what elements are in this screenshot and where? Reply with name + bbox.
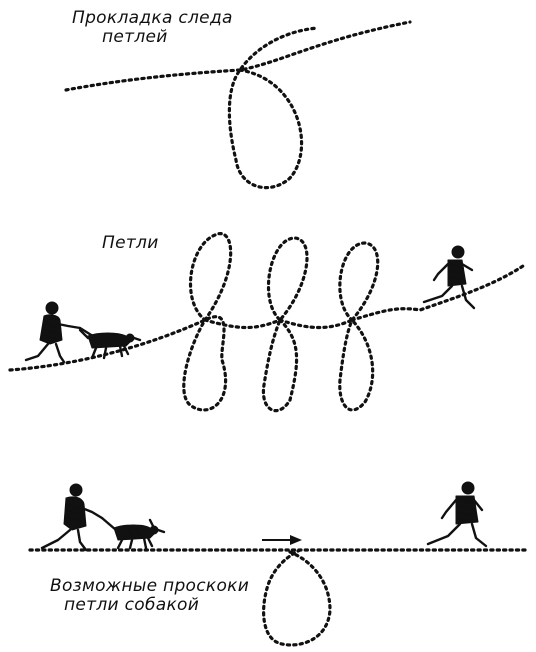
- caption-loops-line-1: Петли: [102, 233, 159, 253]
- direction-arrow-icon: [262, 535, 302, 545]
- tracklayer-running-icon: [422, 245, 476, 310]
- caption-possible-shortcuts-line-2: петли собакой: [64, 595, 200, 615]
- caption-loop-laying-line-1: Прокладка следа: [72, 8, 233, 28]
- caption-loops: Петли: [102, 234, 159, 253]
- caption-possible-shortcuts-line-1: Возможные проскоки: [50, 576, 250, 596]
- handler-with-dog-icon: [40, 483, 166, 552]
- caption-loop-laying-line-2: петлей: [102, 27, 168, 47]
- trail-panel-3: [28, 548, 528, 647]
- handler-with-dog-icon: [24, 301, 142, 364]
- trail-panel-2: [8, 232, 528, 413]
- tracklayer-running-icon: [426, 481, 488, 548]
- caption-loop-laying: Прокладка следа петлей: [72, 9, 233, 47]
- caption-possible-shortcuts: Возможные проскоки петли собакой: [50, 577, 249, 615]
- trail-panel-1: [64, 20, 412, 190]
